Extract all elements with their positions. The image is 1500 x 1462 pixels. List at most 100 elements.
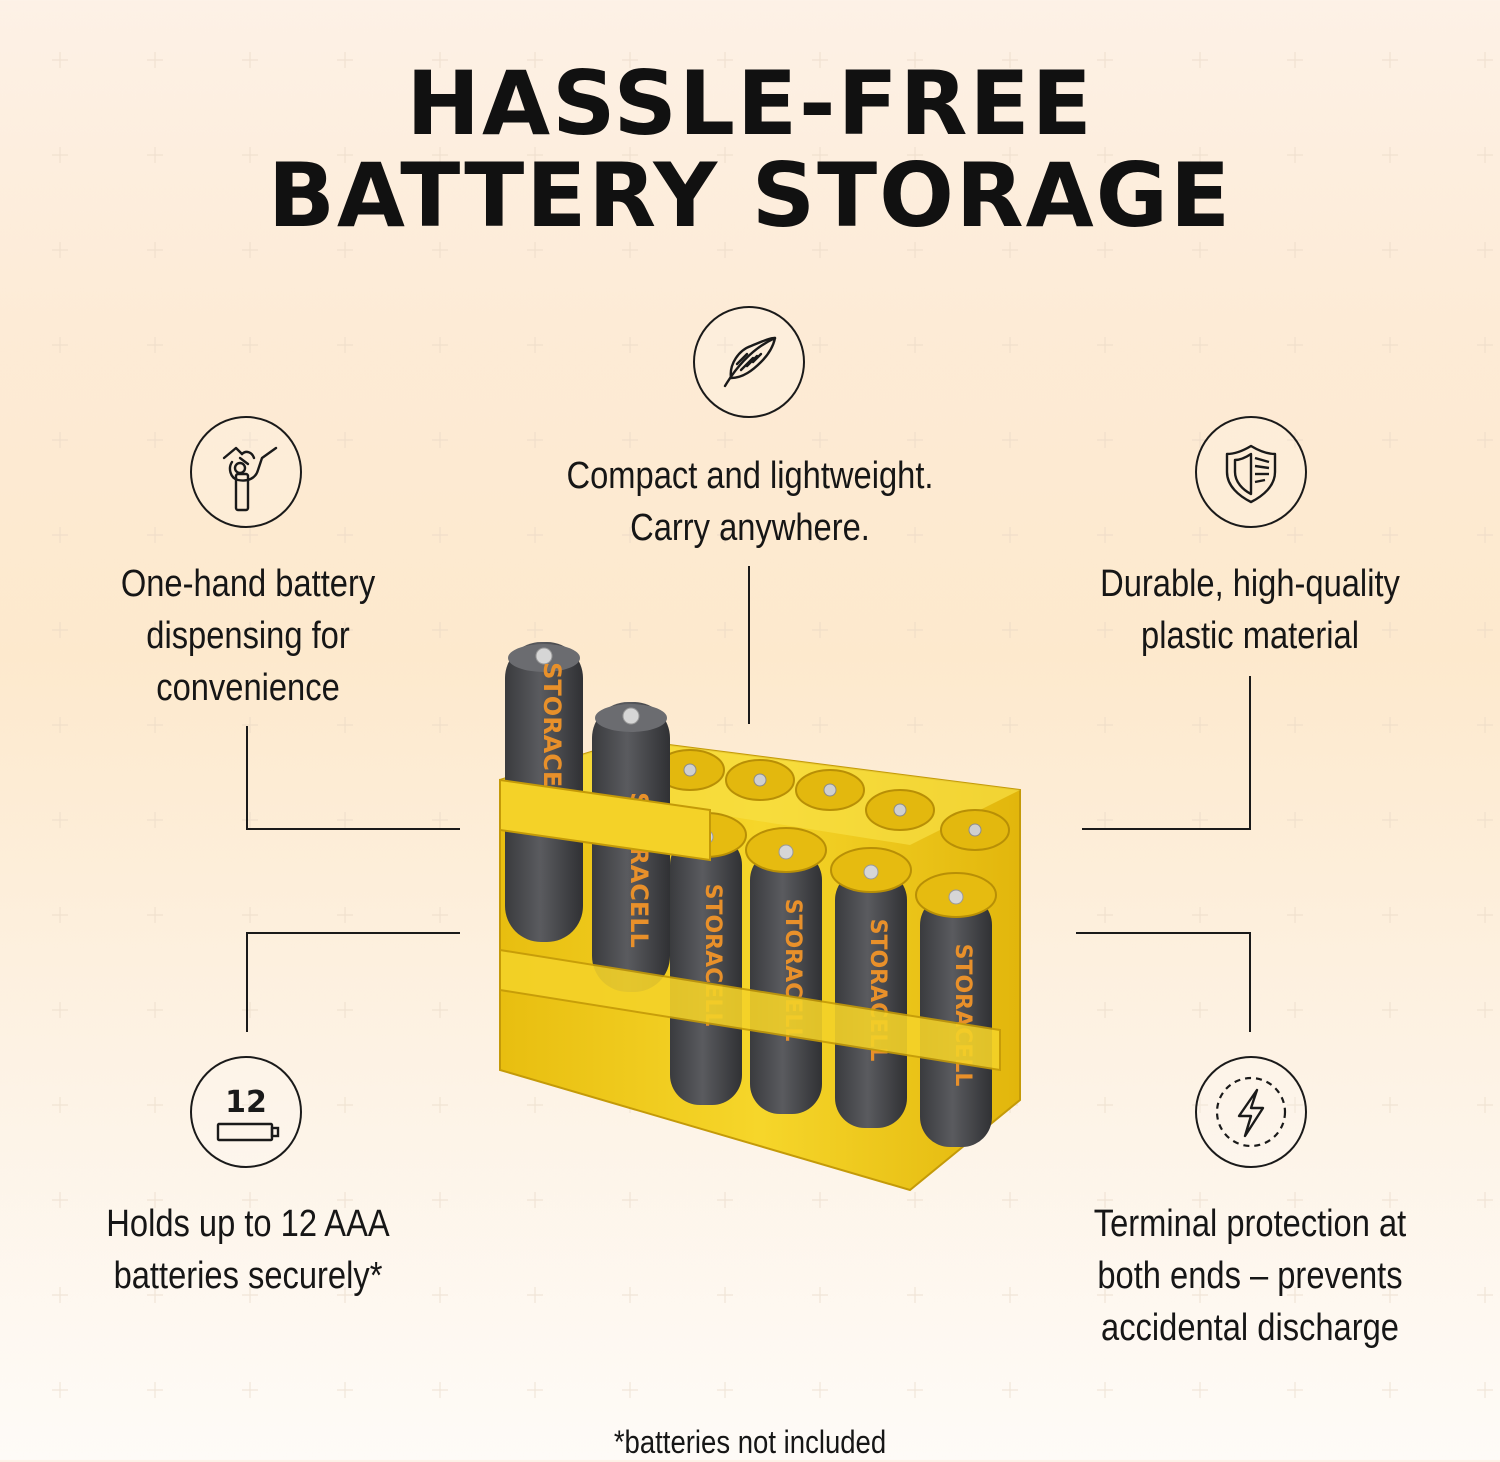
grid-plus-mark (52, 1097, 68, 1113)
grid-plus-mark (52, 527, 68, 543)
grid-plus-mark (812, 337, 828, 353)
grid-plus-mark (337, 1287, 353, 1303)
grid-plus-mark (52, 147, 68, 163)
feature-compact-line-1: Compact and lightweight. (566, 455, 934, 497)
grid-plus-mark (1192, 337, 1208, 353)
grid-plus-mark (1477, 717, 1493, 733)
grid-plus-mark (337, 1002, 353, 1018)
grid-plus-mark (337, 907, 353, 923)
grid-plus-mark (1287, 337, 1303, 353)
feature-terminal-line-2: both ends – prevents (1097, 1255, 1403, 1297)
connector-terminal-horizontal (1076, 932, 1251, 934)
grid-plus-mark (242, 1192, 258, 1208)
hand-dispensing-icon (190, 416, 302, 528)
grid-plus-mark (242, 812, 258, 828)
grid-plus-mark (1477, 1287, 1493, 1303)
grid-plus-mark (1477, 812, 1493, 828)
grid-plus-mark (147, 717, 163, 733)
grid-plus-mark (1477, 1002, 1493, 1018)
grid-plus-mark (812, 1287, 828, 1303)
connector-one-hand-vertical (246, 726, 248, 830)
grid-plus-mark (337, 622, 353, 638)
feature-holds-line-2: batteries securely* (113, 1255, 383, 1297)
grid-plus-mark (1097, 52, 1113, 68)
grid-plus-mark (622, 52, 638, 68)
grid-plus-mark (622, 1287, 638, 1303)
grid-plus-mark (527, 1382, 543, 1398)
grid-plus-mark (527, 1287, 543, 1303)
grid-plus-mark (147, 337, 163, 353)
grid-plus-mark (432, 1002, 448, 1018)
grid-plus-mark (907, 527, 923, 543)
grid-plus-mark (52, 242, 68, 258)
grid-plus-mark (1192, 1002, 1208, 1018)
feature-one-hand: One-hand battery dispensing for convenie… (76, 558, 420, 714)
title-line-2: BATTERY STORAGE (267, 144, 1233, 247)
grid-plus-mark (147, 907, 163, 923)
connector-holds-horizontal (246, 932, 460, 934)
grid-plus-mark (907, 1287, 923, 1303)
grid-plus-mark (1002, 717, 1018, 733)
grid-plus-mark (52, 52, 68, 68)
grid-plus-mark (1477, 432, 1493, 448)
grid-plus-mark (52, 812, 68, 828)
grid-plus-mark (1382, 907, 1398, 923)
grid-plus-mark (1002, 1192, 1018, 1208)
grid-plus-mark (1002, 1287, 1018, 1303)
grid-plus-mark (1192, 242, 1208, 258)
grid-plus-mark (1002, 432, 1018, 448)
grid-plus-mark (52, 907, 68, 923)
grid-plus-mark (1382, 1192, 1398, 1208)
grid-plus-mark (527, 527, 543, 543)
grid-plus-mark (1287, 147, 1303, 163)
grid-plus-mark (147, 1002, 163, 1018)
grid-plus-mark (432, 812, 448, 828)
grid-plus-mark (432, 337, 448, 353)
grid-plus-mark (432, 1097, 448, 1113)
grid-plus-mark (432, 717, 448, 733)
grid-plus-mark (1287, 242, 1303, 258)
grid-plus-mark (1192, 147, 1208, 163)
grid-plus-mark (337, 1192, 353, 1208)
grid-plus-mark (812, 717, 828, 733)
feature-compact: Compact and lightweight. Carry anywhere. (535, 450, 965, 554)
grid-plus-mark (907, 337, 923, 353)
feature-durable: Durable, high-quality plastic material (1069, 558, 1430, 662)
grid-plus-mark (812, 52, 828, 68)
grid-plus-mark (52, 1192, 68, 1208)
grid-plus-mark (527, 1097, 543, 1113)
grid-plus-mark (1287, 812, 1303, 828)
grid-plus-mark (527, 337, 543, 353)
grid-plus-mark (907, 717, 923, 733)
grid-plus-mark (147, 1382, 163, 1398)
grid-plus-mark (52, 717, 68, 733)
grid-plus-mark (1382, 337, 1398, 353)
grid-plus-mark (622, 147, 638, 163)
grid-plus-mark (1477, 52, 1493, 68)
grid-plus-mark (907, 147, 923, 163)
grid-plus-mark (147, 812, 163, 828)
grid-plus-mark (1477, 337, 1493, 353)
grid-plus-mark (1097, 147, 1113, 163)
connector-durable-vertical (1249, 676, 1251, 830)
feature-holds: Holds up to 12 AAA batteries securely* (76, 1198, 420, 1302)
grid-plus-mark (1382, 1002, 1398, 1018)
grid-plus-mark (622, 242, 638, 258)
grid-plus-mark (242, 1287, 258, 1303)
grid-plus-mark (1192, 1192, 1208, 1208)
grid-plus-mark (432, 622, 448, 638)
grid-plus-mark (147, 622, 163, 638)
grid-plus-mark (812, 527, 828, 543)
grid-plus-mark (242, 337, 258, 353)
grid-plus-mark (242, 1002, 258, 1018)
grid-plus-mark (1477, 907, 1493, 923)
grid-plus-mark (337, 812, 353, 828)
grid-plus-mark (812, 1192, 828, 1208)
grid-plus-mark (717, 622, 733, 638)
grid-plus-mark (147, 147, 163, 163)
grid-plus-mark (1287, 907, 1303, 923)
feature-terminal-line-1: Terminal protection at (1093, 1203, 1407, 1245)
grid-plus-mark (147, 242, 163, 258)
grid-plus-mark (717, 1287, 733, 1303)
grid-plus-mark (1477, 622, 1493, 638)
